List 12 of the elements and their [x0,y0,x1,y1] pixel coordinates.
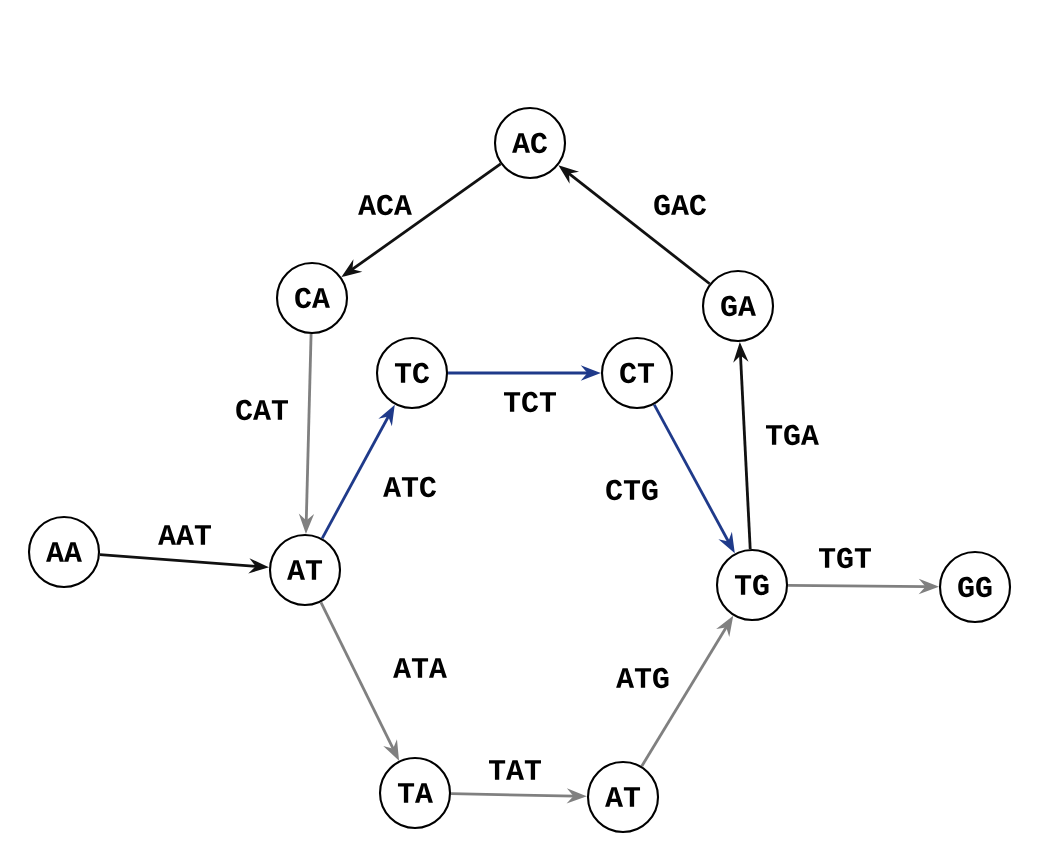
edge-label: GAC [651,193,709,217]
edge-label: TGT [816,546,874,570]
edge-label: CAT [233,398,291,422]
edge-label: CTG [603,478,661,502]
edge-label: ATC [381,475,439,499]
edge-label: AAT [156,523,214,547]
edge-label: TGA [763,423,821,447]
edge-label: TAT [486,758,544,782]
edge-label: ATG [614,666,672,690]
edge-label: TCT [501,390,559,414]
edge-label: ACA [356,193,414,217]
edge-label: ATA [391,656,449,680]
